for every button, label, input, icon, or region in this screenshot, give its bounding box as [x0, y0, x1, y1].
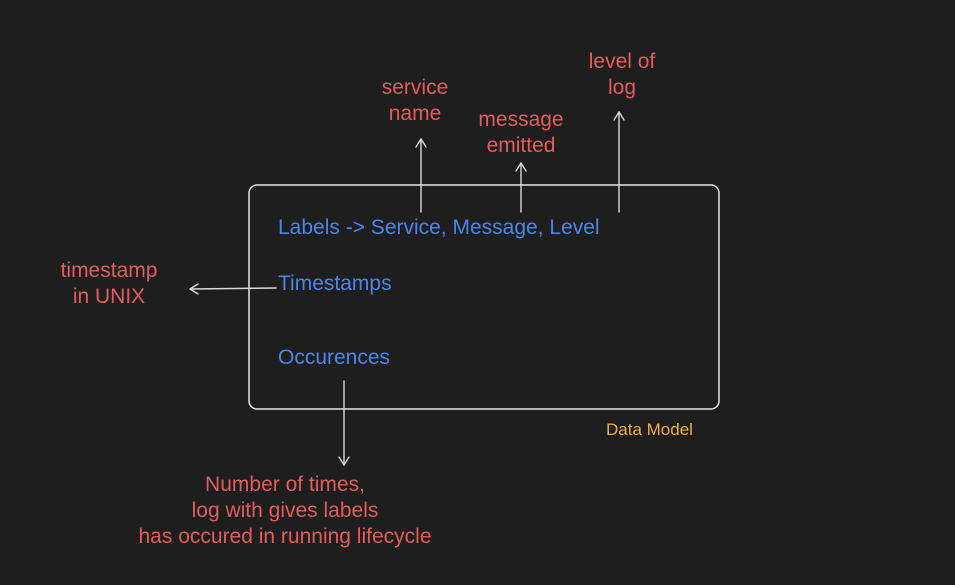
annotation-line: level of	[588, 50, 656, 73]
annotation-line: log with gives labels	[191, 499, 379, 522]
annotation-level-of-log: level of log	[572, 49, 672, 101]
annotation-message-emitted: message emitted	[466, 107, 576, 159]
annotation-service-name: service name	[365, 75, 465, 127]
arrow-occurences-note	[338, 380, 350, 466]
box-caption: Data Model	[606, 420, 693, 439]
field-occurences: Occurences	[278, 346, 391, 369]
field-labels: Labels -> Service, Message, Level	[278, 216, 600, 239]
arrow-message-emitted	[515, 162, 527, 213]
annotation-line: name	[388, 102, 442, 125]
annotation-line: emitted	[486, 134, 556, 157]
arrow-level-of-log	[613, 111, 625, 213]
annotation-line: Number of times,	[205, 473, 365, 496]
annotation-line: message	[478, 108, 564, 131]
data-model-box	[248, 184, 720, 410]
annotation-line: timestamp	[60, 259, 158, 282]
annotation-timestamp-unix: timestamp in UNIX	[44, 258, 174, 310]
arrow-service-name	[415, 138, 427, 213]
annotation-occurences-note: Number of times, log with gives labels h…	[105, 472, 465, 550]
field-timestamps: Timestamps	[278, 272, 392, 295]
annotation-line: service	[381, 76, 449, 99]
annotation-line: has occured in running lifecycle	[138, 525, 432, 548]
annotation-line: in UNIX	[72, 285, 146, 308]
arrow-timestamp-unix	[189, 283, 277, 295]
annotation-line: log	[607, 76, 637, 99]
